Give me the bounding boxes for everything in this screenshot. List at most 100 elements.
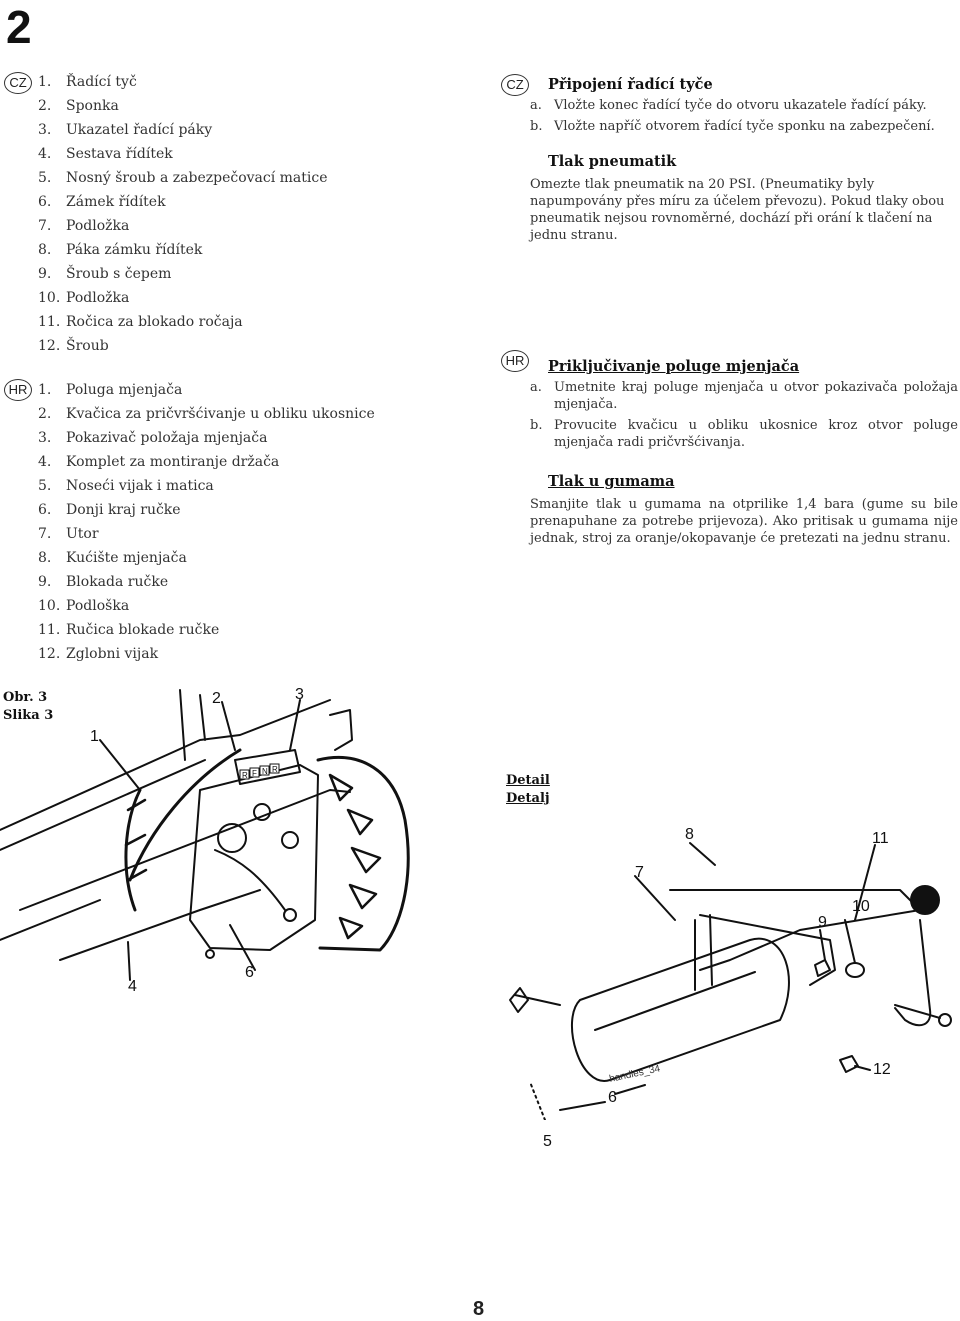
part-number: 8.: [38, 242, 52, 258]
part-number: 11.: [38, 622, 61, 638]
hr-instructions: Priključivanje poluge mjenjača a.Umetnit…: [530, 358, 958, 547]
callout-10: 10: [852, 898, 870, 915]
part-number: 9.: [38, 574, 52, 590]
part-number: 5.: [38, 170, 52, 186]
part-label: Podložka: [66, 290, 130, 306]
parts-list-item: 8. Páka zámku řídítek: [38, 238, 328, 262]
cz-instructions-badge: CZ: [501, 74, 529, 96]
part-label: Podložka: [66, 218, 130, 234]
parts-list-item: 7. Podložka: [38, 214, 328, 238]
callout-11: 11: [872, 830, 889, 847]
cz-language-badge: CZ: [4, 72, 32, 94]
part-number: 5.: [38, 478, 52, 494]
hr-instructions-badge: HR: [501, 350, 529, 372]
cz-steps: a.Vložte konec řadící tyče do otvoru uka…: [530, 97, 958, 135]
detail-illustration: handles_34: [509, 842, 952, 1120]
parts-list-item: 8. Kućište mjenjača: [38, 546, 375, 570]
part-label: Komplet za montiranje držača: [66, 454, 280, 470]
parts-list-item: 11.Ručica blokade ručke: [38, 618, 375, 642]
lock-lever-drawing: [894, 919, 932, 1027]
part-label: Zglobni vijak: [66, 646, 159, 662]
hr-tire-pressure-title: Tlak u gumama: [548, 473, 675, 490]
lock-cam-drawing: [814, 959, 831, 977]
part-label: Blokada ručke: [66, 574, 169, 590]
part-number: 11.: [38, 314, 61, 330]
cz-step-b: b.Vložte napříč otvorem řadící tyče spon…: [530, 119, 935, 134]
part-label: Poluga mjenjača: [66, 382, 183, 398]
part-number: 3.: [38, 430, 52, 446]
panel-letter: R: [272, 765, 278, 774]
part-number: 8.: [38, 550, 52, 566]
part-label: Utor: [66, 526, 99, 542]
figure-caption: Obr. 3 Slika 3: [3, 690, 54, 723]
panel-letter: R: [242, 771, 248, 780]
parts-list-item: 3. Pokazivač položaja mjenjača: [38, 426, 375, 450]
parts-list-item: 3.Ukazatel řadící páky: [38, 118, 328, 142]
callout-4: 4: [128, 978, 137, 995]
part-number: 1.: [38, 382, 52, 398]
part-label: Šroub: [66, 338, 109, 354]
part-number: 2.: [38, 406, 52, 422]
hr-tire-pressure-text: Smanjite tlak u gumama na otprilike 1,4 …: [530, 497, 958, 546]
lever-knob-drawing: [910, 885, 940, 915]
handle-tube-drawing: [571, 937, 790, 1082]
parts-list-item: 9.Šroub s čepem: [38, 262, 328, 286]
parts-list-item: 5. Noseći vijak i matica: [38, 474, 375, 498]
part-number: 1.: [38, 74, 52, 90]
hr-shift-rod-title: Priključivanje poluge mjenjača: [548, 358, 800, 375]
part-label: Zámek řídítek: [66, 194, 166, 210]
part-label: Řadící tyč: [66, 74, 137, 90]
part-number: 7.: [38, 526, 52, 542]
part-label: Nosný šroub a zabezpečovací matice: [66, 170, 328, 186]
drawing-reference-text: handles_34: [608, 1063, 661, 1085]
part-number: 7.: [38, 218, 52, 234]
parts-list-item: 6. Zámek řídítek: [38, 190, 328, 214]
nut-drawing: [839, 1055, 859, 1073]
parts-list-item: 7. Utor: [38, 522, 375, 546]
part-number: 4.: [38, 146, 52, 162]
part-label: Ročica za blokado ročaja: [66, 314, 243, 330]
tiller-illustration: R F N R: [0, 689, 410, 981]
callout-5: 5: [543, 1133, 552, 1150]
callout-2: 2: [212, 690, 221, 707]
handlebar-drawing: [0, 689, 353, 961]
parts-list-item: 4.Sestava řídítek: [38, 142, 328, 166]
part-label: Kvačica za pričvršćivanje u obliku ukosn…: [66, 406, 375, 422]
cz-tire-pressure-text: Omezte tlak pneumatik na 20 PSI. (Pneuma…: [530, 177, 945, 243]
parts-list-item: 11. Ročica za blokado ročaja: [38, 310, 328, 334]
parts-list-item: 2. Kvačica za pričvršćivanje u obliku uko…: [38, 402, 375, 426]
callout-1: 1: [90, 728, 99, 745]
panel-letter: F: [252, 769, 257, 778]
part-number: 2.: [38, 98, 52, 114]
part-label: Ukazatel řadící páky: [66, 122, 213, 138]
parts-list-item: 6.Donji kraj ručke: [38, 498, 375, 522]
part-number: 10.: [38, 598, 61, 614]
part-label: Kućište mjenjača: [66, 550, 187, 566]
hr-language-badge: HR: [4, 379, 32, 401]
part-label: Noseći vijak i matica: [66, 478, 214, 494]
parts-list-item: 4. Komplet za montiranje držača: [38, 450, 375, 474]
cz-step-a: a.Vložte konec řadící tyče do otvoru uka…: [530, 98, 927, 113]
part-label: Pokazivač položaja mjenjača: [66, 430, 268, 446]
part-number: 9.: [38, 266, 52, 282]
parts-list-item: 10.Podložka: [38, 286, 328, 310]
parts-list-item: 12.Zglobni vijak: [38, 642, 375, 666]
callout-8: 8: [685, 826, 694, 843]
parts-list-item: 10. Podloška: [38, 594, 375, 618]
parts-list-item: 12. Šroub: [38, 334, 328, 358]
cz-instructions: Připojení řadící tyče a.Vložte konec řad…: [530, 76, 958, 244]
part-number: 4.: [38, 454, 52, 470]
panel-letter: N: [262, 767, 268, 776]
bracket-drawing: [669, 889, 921, 971]
part-number: 12.: [38, 338, 61, 354]
part-label: Páka zámku řídítek: [66, 242, 203, 258]
callout-9: 9: [818, 914, 827, 931]
shift-rod-drawing: [128, 748, 242, 882]
callout-3: 3: [295, 686, 304, 703]
callout-6: 6: [245, 964, 254, 981]
detail-caption: Detail Detalj: [506, 773, 550, 806]
part-label: Podloška: [66, 598, 130, 614]
part-number: 6.: [38, 194, 52, 210]
hr-step-a: a.Umetnite kraj poluge mjenjača u otvor …: [530, 380, 958, 412]
